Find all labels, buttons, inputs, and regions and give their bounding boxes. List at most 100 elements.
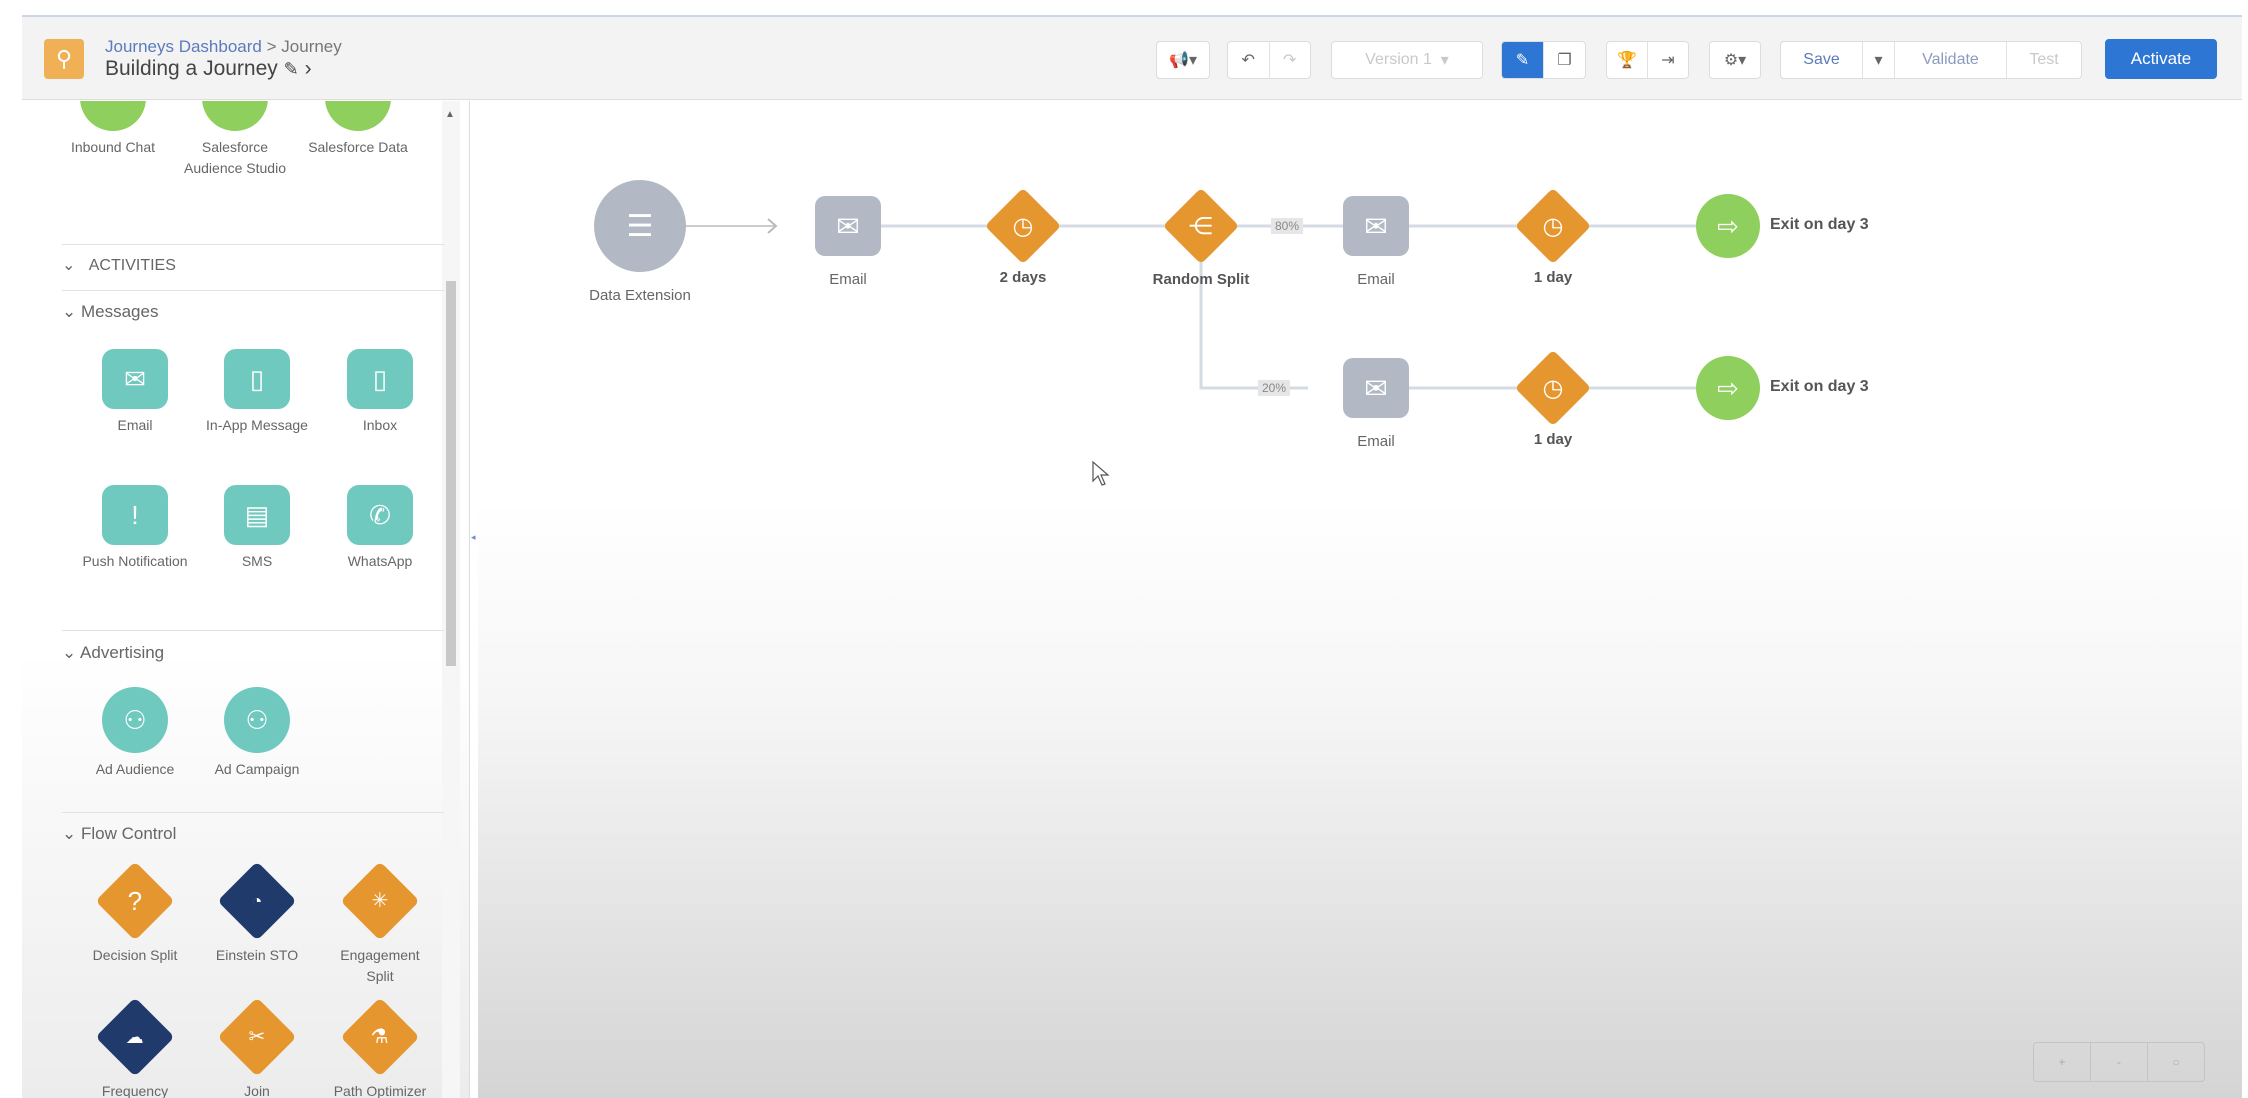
undo-redo-group: ↶ ↷ (1227, 41, 1311, 79)
activity-frequency[interactable]: ☁ Frequency (75, 997, 195, 1098)
test-button[interactable]: Test (2029, 51, 2059, 68)
zoom-controls: + - ○ (2033, 1042, 2205, 1082)
chevron-down-icon: ▾ (1440, 52, 1449, 69)
goal-exit-group: 🏆 ⇥ (1606, 41, 1689, 79)
exit-node[interactable]: ⇨ (1696, 356, 1760, 420)
node-label: Email (829, 271, 867, 288)
activity-path-optimizer[interactable]: ⚗Path Optimizer (314, 997, 446, 1098)
validate-button[interactable]: Validate (1895, 42, 2007, 78)
activity-join[interactable]: ✂Join (197, 997, 317, 1098)
edit-mode-pencil-icon[interactable]: ✎ (1502, 42, 1544, 78)
flask-icon: ⚗ (340, 997, 420, 1077)
activity-decision-split[interactable]: ?Decision Split (75, 861, 195, 966)
activities-header[interactable]: ⌄ ACTIVITIES (62, 255, 176, 275)
redo-icon[interactable]: ↷ (1283, 52, 1297, 69)
chevron-down-icon: ⌄ (62, 257, 76, 274)
mode-toggle: ✎ ❐ (1501, 41, 1586, 79)
salesforce-data-icon (325, 101, 391, 131)
settings-button[interactable]: ⚙▾ (1709, 41, 1761, 79)
scroll-up-arrow-icon[interactable]: ▲ (445, 109, 455, 120)
journey-canvas[interactable]: ☰ Data Extension ✉ Email ◷ 2 days ⋲ Rand… (478, 101, 2242, 1098)
email-node[interactable]: ✉ (815, 196, 881, 256)
envelope-icon: ✉ (1364, 210, 1388, 242)
save-button[interactable]: Save (1781, 42, 1863, 78)
entry-salesforce-audience-studio[interactable]: Salesforce Audience Studio (175, 101, 295, 179)
envelope-icon: ✉ (102, 349, 168, 409)
activity-sms[interactable]: ▤ SMS (197, 485, 317, 572)
activity-ad-campaign[interactable]: ⚇Ad Campaign (197, 687, 317, 780)
zoom-out-button[interactable]: - (2091, 1043, 2148, 1081)
activity-ad-audience[interactable]: ⚇Ad Audience (75, 687, 195, 780)
trophy-icon[interactable]: 🏆 (1607, 42, 1648, 78)
undo-icon[interactable]: ↶ (1228, 42, 1270, 78)
section-label: Messages (80, 302, 159, 321)
sidebar-scroll-thumb[interactable] (446, 281, 456, 666)
mobile-alert-icon: ! (102, 485, 168, 545)
journey-builder: ⚲ Journeys Dashboard > Journey Building … (22, 15, 2242, 1098)
node-label: Email (1357, 271, 1395, 288)
email-node[interactable]: ✉ (1343, 196, 1409, 256)
tile-label: WhatsApp (347, 553, 413, 569)
collapse-sidebar-arrow-icon[interactable]: ◂ (471, 532, 476, 542)
chevron-right-icon[interactable]: › (304, 57, 312, 80)
node-label: Random Split (1152, 271, 1250, 288)
breadcrumb-separator: > (266, 37, 277, 56)
envelope-icon: ✉ (836, 210, 860, 242)
tile-label: SMS (241, 553, 273, 569)
tile-label: Push Notification (82, 553, 188, 569)
breadcrumb-dashboard-link[interactable]: Journeys Dashboard (105, 37, 262, 56)
version-dropdown[interactable]: Version 1 ▾ (1331, 41, 1483, 79)
mobile-inbox-icon: ▯ (347, 349, 413, 409)
whatsapp-icon: ✆ (347, 485, 413, 545)
node-label: Exit on day 3 (1770, 216, 1869, 233)
pencil-icon[interactable]: ✎ (283, 59, 299, 79)
save-options-chevron-down-icon[interactable]: ▾ (1863, 42, 1895, 78)
entry-inbound-chat[interactable]: Inbound Chat (53, 101, 173, 158)
section-advertising[interactable]: ⌄ Advertising (62, 643, 165, 662)
journey-logo-icon: ⚲ (44, 39, 84, 79)
entry-salesforce-data[interactable]: Salesforce Data (298, 101, 418, 158)
megaphone-icon: 📢▾ (1169, 52, 1197, 69)
envelope-icon: ✉ (1364, 372, 1388, 404)
divider (62, 290, 444, 291)
zoom-reset-button[interactable]: ○ (2172, 1055, 2180, 1069)
mobile-sms-icon: ▤ (224, 485, 290, 545)
clock-icon: ◷ (1542, 374, 1564, 402)
activity-in-app-message[interactable]: ▯In-App Message (197, 349, 317, 436)
activity-push-notification[interactable]: ! Push Notification (75, 485, 195, 572)
page-title: Building a Journey ✎ › (105, 57, 312, 81)
list-icon: ☰ (626, 209, 654, 243)
save-validate-group: Save ▾ Validate Test (1780, 41, 2082, 79)
inbound-chat-icon (80, 101, 146, 131)
email-node[interactable]: ✉ (1343, 358, 1409, 418)
einstein-frequency-icon: ☁ (95, 997, 175, 1077)
section-flow-control[interactable]: ⌄ Flow Control (62, 824, 177, 843)
data-extension-entry-node[interactable]: ☰ (594, 180, 686, 272)
activity-email[interactable]: ✉Email (75, 349, 195, 436)
node-label: Email (1357, 433, 1395, 450)
exit-node[interactable]: ⇨ (1696, 194, 1760, 258)
branch-percent-label: 20% (1258, 380, 1291, 396)
divider (62, 630, 444, 631)
section-label: Advertising (80, 643, 165, 662)
clock-icon: ◷ (1542, 212, 1564, 240)
activity-whatsapp[interactable]: ✆ WhatsApp (320, 485, 440, 572)
activity-einstein-sto[interactable]: ◔Einstein STO (197, 861, 317, 966)
version-label: Version 1 (1365, 51, 1432, 68)
tile-label: Inbox (362, 417, 398, 433)
section-messages[interactable]: ⌄ Messages (62, 302, 159, 321)
section-label: Flow Control (80, 824, 177, 843)
exit-criteria-icon[interactable]: ⇥ (1661, 52, 1675, 69)
zoom-in-button[interactable]: + (2034, 1043, 2091, 1081)
notification-button[interactable]: 📢▾ (1156, 41, 1210, 79)
tile-label: Ad Audience (95, 761, 175, 777)
activity-inbox[interactable]: ▯ Inbox (320, 349, 440, 436)
exit-icon: ⇨ (1717, 372, 1739, 403)
tile-label: Salesforce Audience Studio (184, 139, 286, 176)
activate-button[interactable]: Activate (2105, 39, 2217, 79)
copy-icon[interactable]: ❐ (1557, 52, 1572, 69)
click-burst-icon: ✳ (340, 861, 420, 941)
activity-engagement-split[interactable]: ✳Engagement Split (320, 861, 440, 987)
tile-label: Ad Campaign (214, 761, 300, 777)
tile-label: Frequency (101, 1083, 169, 1098)
